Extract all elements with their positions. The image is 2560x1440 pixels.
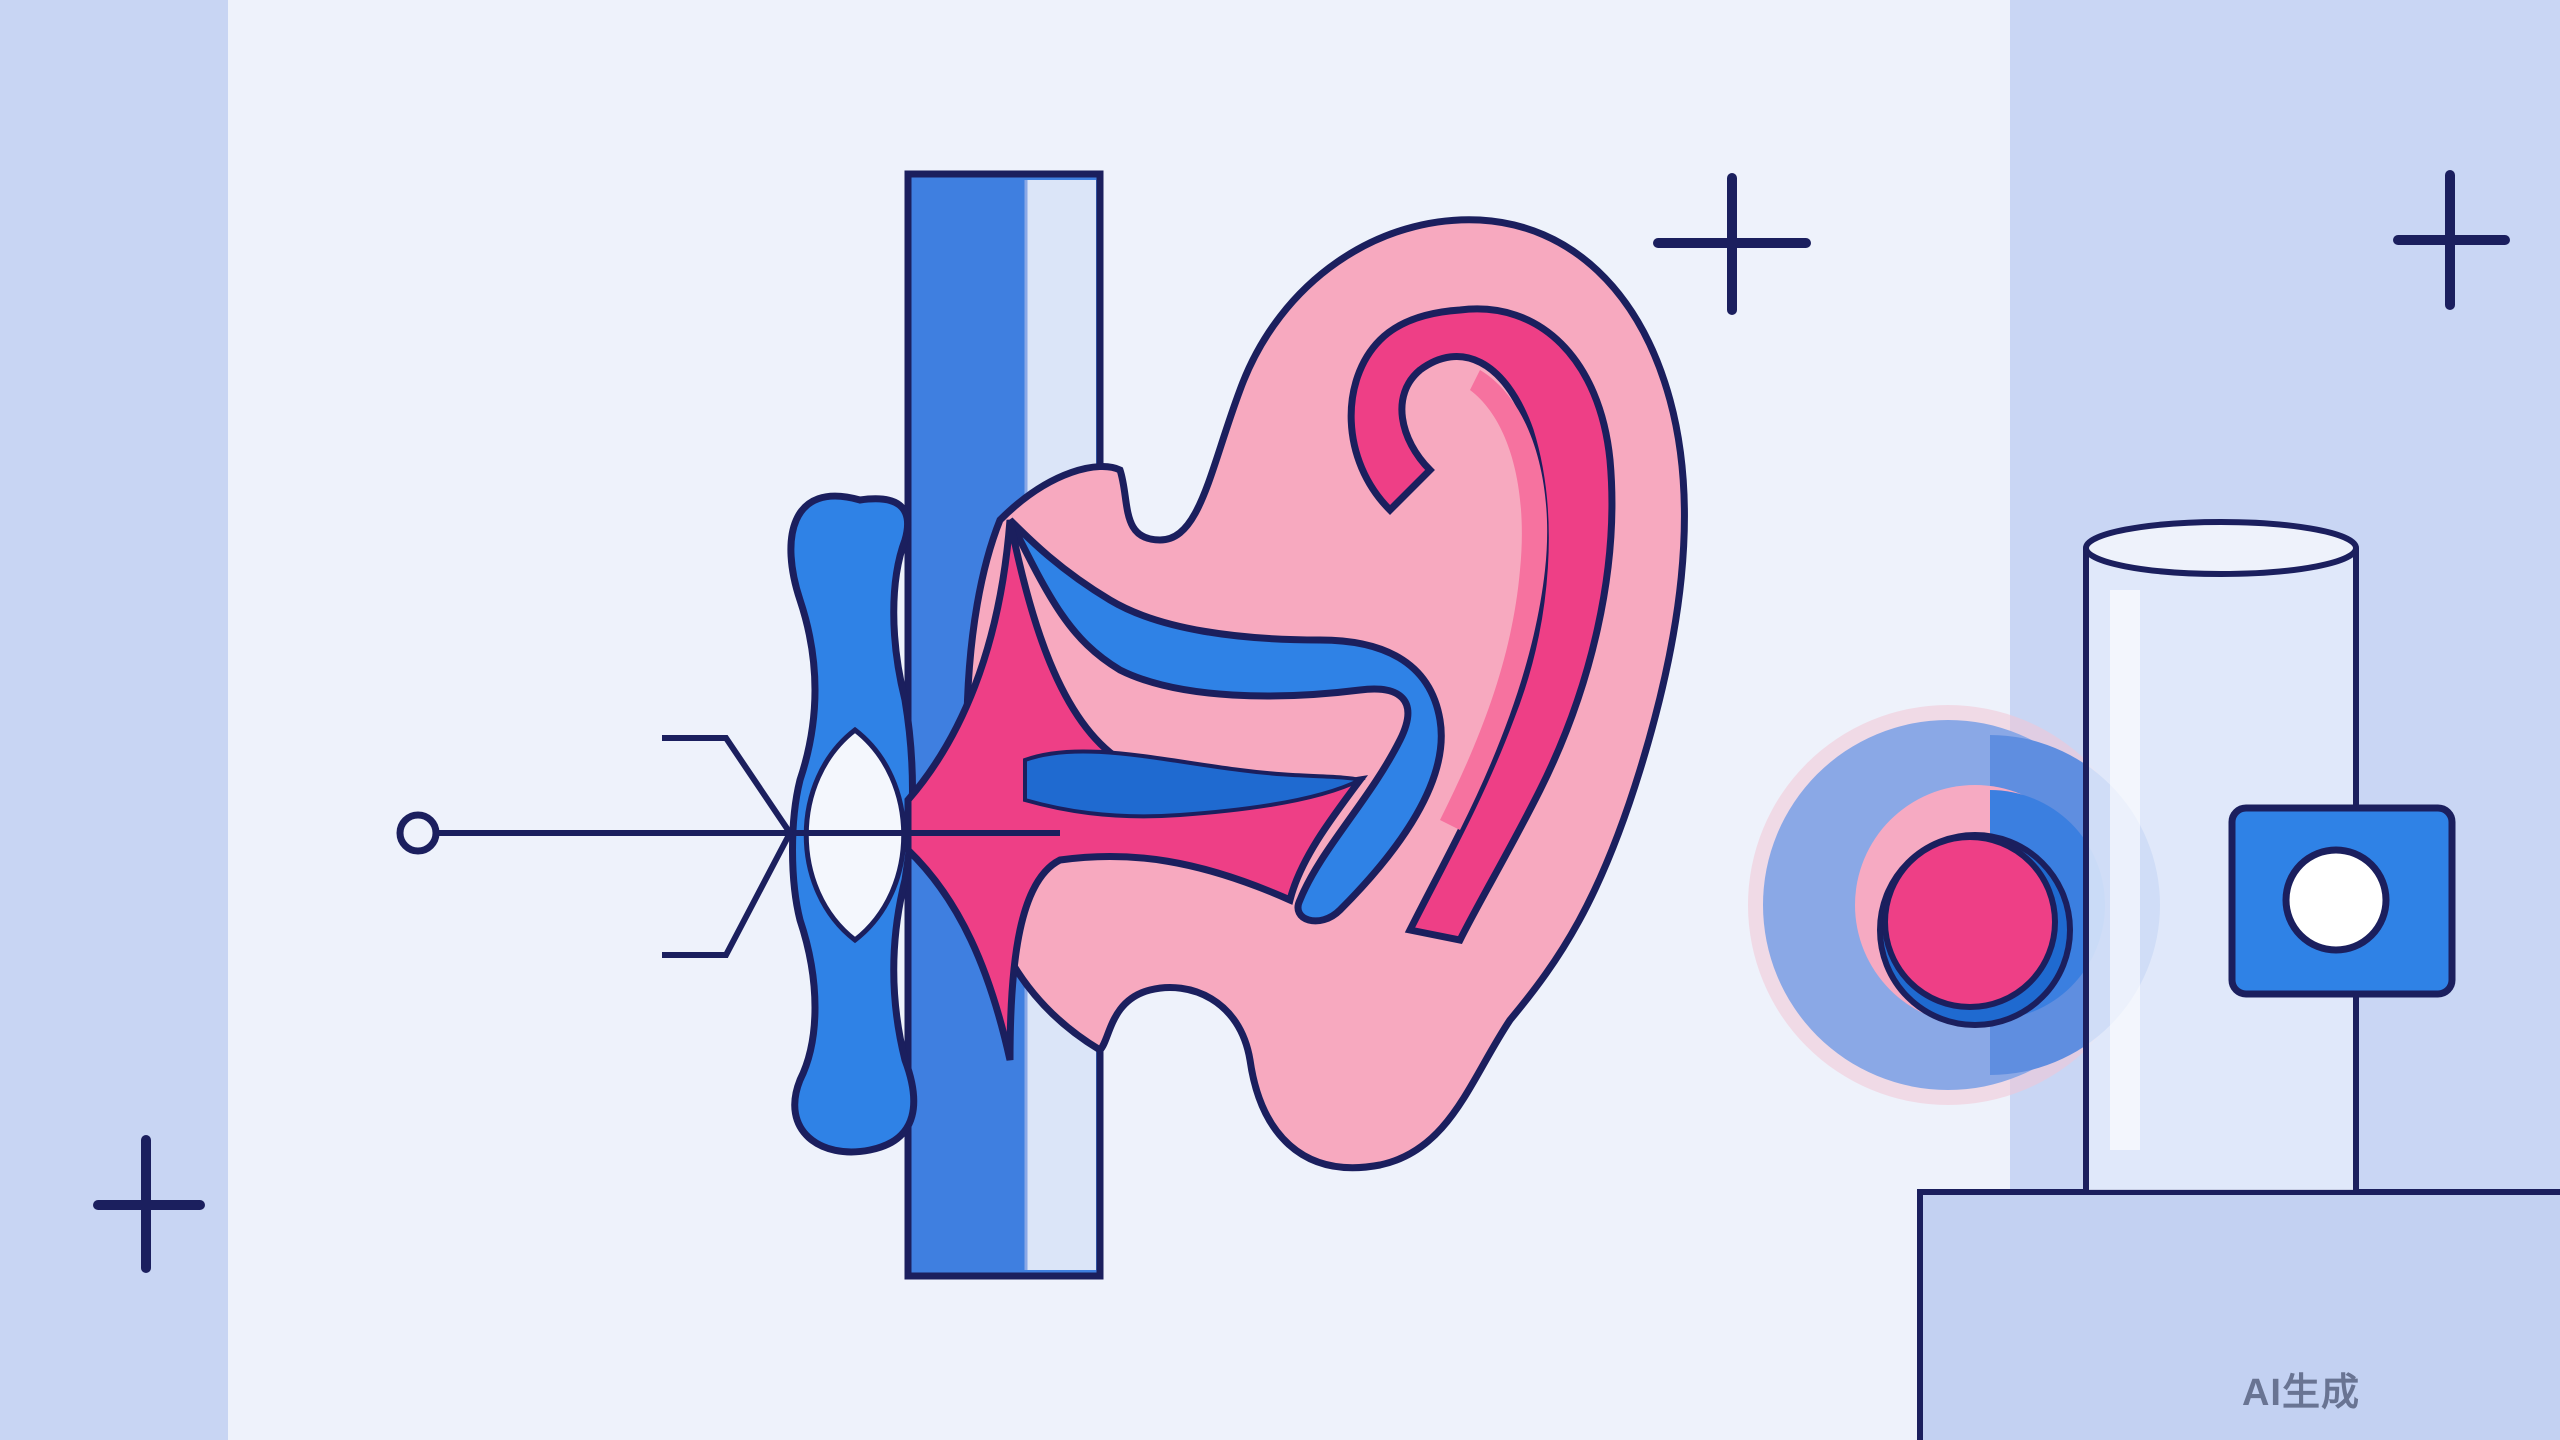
square-ring-icon <box>2228 804 2456 998</box>
plus-icon-top-center <box>1653 173 1811 315</box>
plus-icon-bottom-left <box>93 1135 205 1273</box>
bracket-lines <box>662 735 794 958</box>
ear-helix-highlight <box>1440 370 1548 830</box>
glass-cylinder <box>2083 519 2359 1190</box>
left-side-panel <box>0 0 228 1440</box>
probe-line <box>396 811 1060 855</box>
ear-canal-core <box>1023 749 1366 819</box>
plus-icon-top-right <box>2393 170 2510 310</box>
ai-generated-watermark: AI生成 <box>2241 1372 2360 1414</box>
ear-canal-blue-swirl <box>1006 517 1445 925</box>
pedestal-block <box>1917 1189 2560 1440</box>
ear-helix-inner <box>1347 305 1616 944</box>
